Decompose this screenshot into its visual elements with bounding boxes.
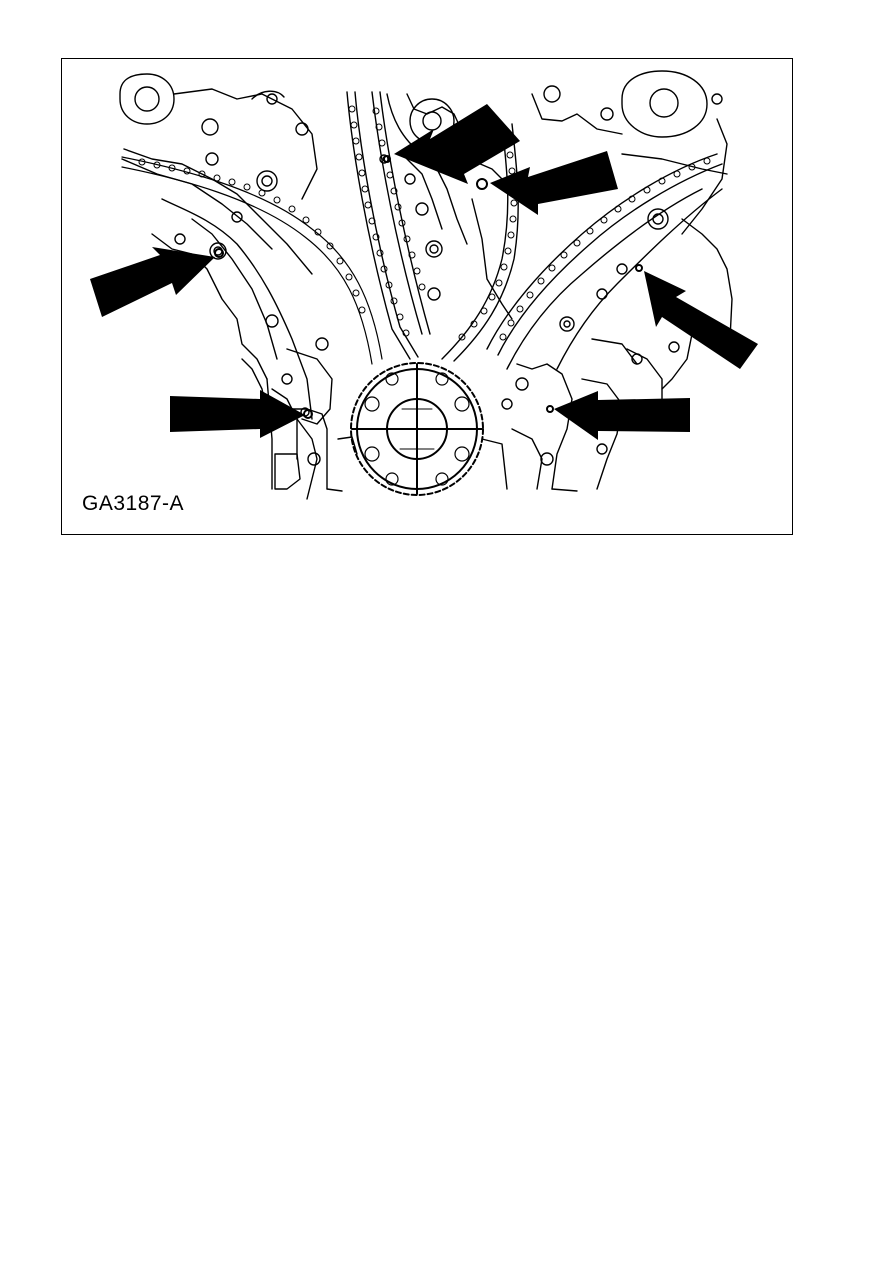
right-chain-links	[499, 157, 711, 341]
figure-label: GA3187-A	[82, 492, 185, 515]
arrow-lower-right	[554, 391, 690, 440]
right-cylinder-head	[531, 70, 728, 235]
arrow-left	[90, 247, 215, 317]
bolt-holes	[214, 155, 643, 419]
sprocket-holes	[364, 372, 470, 486]
left-cylinder-head	[119, 73, 318, 275]
center-chain-links	[348, 105, 426, 337]
lower-left-housing	[274, 407, 358, 500]
arrow-upper-right	[490, 151, 618, 215]
arrow-upper-center	[394, 104, 520, 184]
left-chain-links	[138, 158, 366, 314]
left-tensioner	[151, 198, 333, 490]
center-chain-guides	[346, 91, 431, 360]
arrow-lower-left	[170, 390, 305, 438]
figure-frame: GA3187-A	[61, 58, 793, 535]
engine-timing-diagram	[90, 70, 758, 500]
arrow-right	[644, 271, 758, 369]
right-tensioner	[506, 188, 733, 420]
crankshaft-sprocket	[350, 362, 484, 496]
right-center-chain	[441, 123, 519, 362]
